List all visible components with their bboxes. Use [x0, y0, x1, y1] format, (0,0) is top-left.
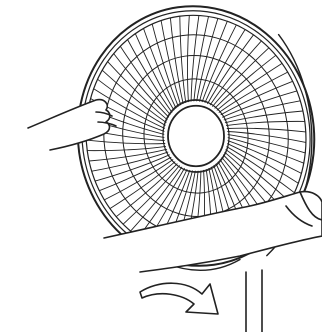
- grille-spoke: [201, 24, 237, 103]
- grille-spoke: [179, 15, 187, 103]
- grille-hub-ring: [162, 99, 230, 173]
- grille-spoke: [227, 140, 302, 174]
- grille-spoke: [169, 17, 184, 104]
- grille-spoke: [86, 145, 167, 152]
- grille-spoke: [103, 159, 174, 201]
- grille-spoke: [119, 45, 171, 115]
- grille-spoke: [107, 61, 168, 121]
- grille-spoke: [216, 62, 283, 111]
- grille-spoke: [225, 149, 291, 203]
- grille-spoke: [94, 154, 170, 182]
- grille-spoke: [98, 156, 172, 192]
- grille-spoke: [209, 40, 262, 106]
- grille-spoke: [97, 78, 166, 126]
- right-hand-fingers: [285, 191, 322, 227]
- grille-spoke: [207, 34, 254, 105]
- grille-spoke: [93, 88, 165, 129]
- grille-spoke: [204, 29, 246, 103]
- grille-spoke: [91, 151, 169, 172]
- grille-spoke: [220, 80, 294, 116]
- right-hand: [103, 190, 322, 273]
- grille-spoke: [85, 139, 166, 145]
- grille-spoke: [227, 137, 305, 164]
- rotate-arrow-icon: [139, 282, 219, 315]
- hand-icon: [27, 98, 322, 273]
- grille-spoke: [187, 14, 190, 103]
- grille-spoke: [151, 23, 179, 107]
- grille-spoke: [227, 143, 299, 184]
- grille-spoke: [190, 15, 200, 102]
- grille-spoke: [212, 47, 270, 107]
- grille-spoke: [193, 16, 209, 102]
- grille-spoke: [101, 69, 167, 123]
- grille-spoke: [214, 54, 277, 109]
- grille-spoke: [115, 163, 178, 218]
- grille-spoke: [227, 131, 307, 143]
- grille-spoke: [88, 148, 168, 162]
- grille-spoke: [223, 100, 301, 121]
- grille-spoke: [226, 127, 307, 133]
- grille-spoke: [160, 20, 182, 106]
- grille-spoke: [127, 39, 173, 113]
- grille-spoke: [222, 90, 298, 118]
- grille-spoke: [225, 120, 306, 127]
- grille-spoke: [134, 33, 175, 111]
- grille-spoke: [196, 17, 219, 102]
- grille-spoke: [143, 27, 177, 109]
- grille-spoke: [224, 110, 304, 124]
- grille-spoke: [218, 71, 289, 113]
- grille-spoke: [227, 134, 306, 154]
- grille-rim: [76, 5, 316, 267]
- grille-spoke: [113, 53, 170, 118]
- stand-pole: [245, 269, 263, 332]
- left-hand: [27, 98, 111, 151]
- grille-spoke: [122, 165, 180, 225]
- left-hand-fingers: [95, 111, 117, 127]
- grille-hub: [167, 104, 225, 168]
- grille-spoke: [130, 166, 183, 232]
- grille-ring: [143, 78, 249, 194]
- fan-grille-icon: [76, 5, 316, 272]
- grille-spoke: [109, 161, 176, 210]
- grille-spoke: [226, 146, 295, 194]
- grille-spoke: [199, 20, 228, 102]
